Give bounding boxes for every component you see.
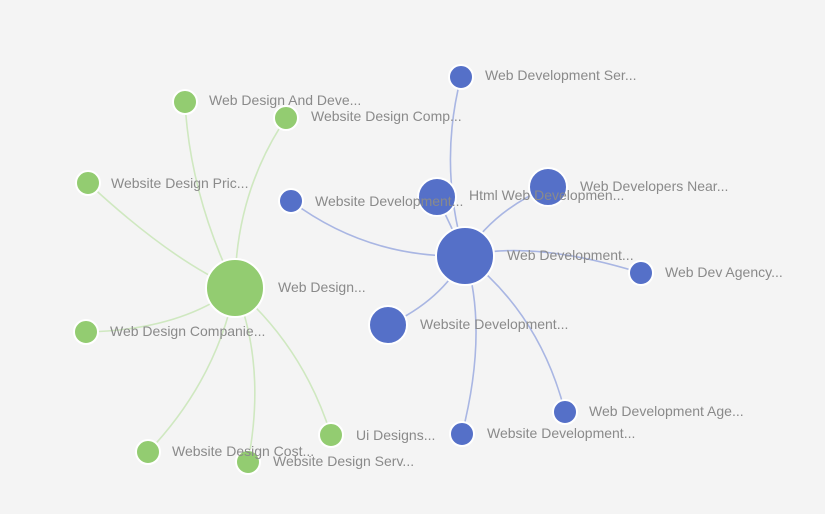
node-blue-8-label: Website Development... (487, 425, 635, 441)
node-blue-3[interactable] (528, 167, 568, 207)
node-green-3-label: Website Design Pric... (111, 175, 248, 191)
node-blue-hub[interactable] (435, 226, 495, 286)
node-green-1[interactable] (172, 89, 198, 115)
node-blue-8[interactable] (449, 421, 475, 447)
node-blue-4-label: Website Development... (315, 193, 463, 209)
node-blue-hub-label: Web Development... (507, 247, 634, 263)
node-blue-6[interactable] (368, 305, 408, 345)
node-green-5[interactable] (135, 439, 161, 465)
node-blue-1[interactable] (448, 64, 474, 90)
node-blue-6-label: Website Development... (420, 316, 568, 332)
node-green-6-label: Website Design Serv... (273, 453, 414, 469)
node-blue-2[interactable] (417, 177, 457, 217)
node-green-hub[interactable] (205, 258, 265, 318)
node-green-3[interactable] (75, 170, 101, 196)
labels-layer: Web Design And Deve...Website Design Com… (110, 67, 783, 469)
node-blue-5-label: Web Dev Agency... (665, 264, 783, 280)
node-blue-2-label: Html Web Developmen... (469, 187, 624, 203)
node-green-1-label: Web Design And Deve... (209, 92, 361, 108)
node-green-4[interactable] (73, 319, 99, 345)
node-blue-4[interactable] (278, 188, 304, 214)
node-blue-7[interactable] (552, 399, 578, 425)
node-green-7-label: Ui Designs... (356, 427, 435, 443)
node-blue-5[interactable] (628, 260, 654, 286)
node-blue-3-label: Web Developers Near... (580, 178, 728, 194)
node-green-6[interactable] (235, 449, 261, 475)
node-green-5-label: Website Design Cost... (172, 443, 314, 459)
node-blue-7-label: Web Development Age... (589, 403, 744, 419)
node-green-4-label: Web Design Companie... (110, 323, 265, 339)
node-blue-1-label: Web Development Ser... (485, 67, 636, 83)
node-green-7[interactable] (318, 422, 344, 448)
node-green-2[interactable] (273, 105, 299, 131)
node-green-2-label: Website Design Comp... (311, 108, 462, 124)
nodes-layer (73, 64, 654, 475)
node-green-hub-label: Web Design... (278, 279, 366, 295)
